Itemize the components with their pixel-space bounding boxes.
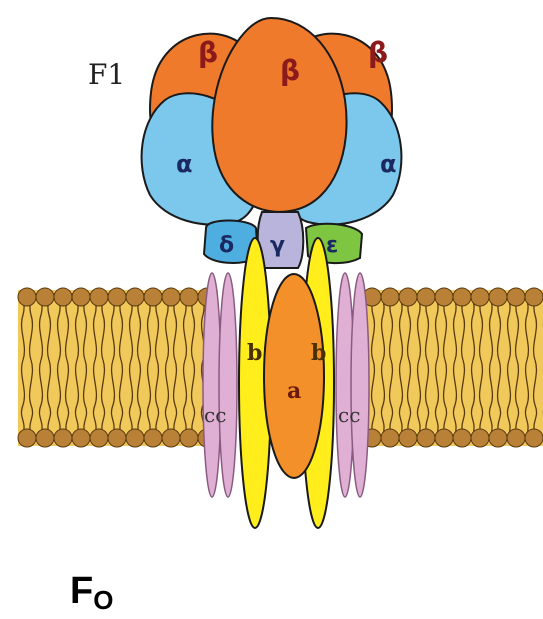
lipid-head	[108, 429, 126, 447]
lipid-head	[180, 429, 198, 447]
lipid-head	[90, 429, 108, 447]
lipid-head	[72, 288, 90, 306]
membrane-right-tails	[362, 302, 543, 432]
lipid-head	[399, 429, 417, 447]
label-delta: δ	[219, 233, 234, 258]
c-subunit	[219, 273, 237, 497]
label-fo: FO	[70, 572, 113, 610]
membrane-left-tails	[18, 302, 218, 432]
lipid-head	[126, 429, 144, 447]
lipid-head	[180, 288, 198, 306]
lipid-head	[18, 429, 36, 447]
lipid-head	[435, 429, 453, 447]
label-alpha-right: α	[380, 150, 397, 178]
lipid-head	[489, 429, 507, 447]
lipid-head	[435, 288, 453, 306]
lipid-head	[162, 429, 180, 447]
lipid-head	[126, 288, 144, 306]
lipid-head	[54, 288, 72, 306]
label-fo-sub: O	[93, 585, 113, 615]
label-beta-left: β	[198, 36, 218, 69]
lipid-head	[471, 429, 489, 447]
lipid-head	[489, 288, 507, 306]
lipid-head	[54, 429, 72, 447]
lipid-head	[72, 429, 90, 447]
label-c-left: cc	[204, 403, 226, 427]
lipid-head	[18, 288, 36, 306]
lipid-head	[381, 288, 399, 306]
lipid-head	[417, 429, 435, 447]
lipid-head	[399, 288, 417, 306]
lipid-head	[144, 429, 162, 447]
lipid-head	[525, 429, 543, 447]
lipid-head	[144, 288, 162, 306]
label-a: a	[287, 378, 301, 404]
lipid-head	[525, 288, 543, 306]
lipid-head	[453, 429, 471, 447]
label-epsilon: ε	[326, 233, 338, 258]
lipid-head	[417, 288, 435, 306]
lipid-head	[162, 288, 180, 306]
lipid-head	[381, 429, 399, 447]
label-fo-main: F	[70, 570, 93, 612]
label-c-right: cc	[338, 403, 360, 427]
lipid-head	[36, 288, 54, 306]
lipid-head	[36, 429, 54, 447]
c-subunit	[351, 273, 369, 497]
label-b-right: b	[311, 340, 326, 366]
a-subunit	[264, 274, 324, 478]
label-f1: F1	[88, 58, 125, 91]
label-beta-right: β	[368, 36, 388, 69]
lipid-head	[507, 288, 525, 306]
lipid-head	[453, 288, 471, 306]
label-gamma: γ	[270, 233, 285, 258]
label-alpha-left: α	[176, 150, 193, 178]
lipid-head	[471, 288, 489, 306]
lipid-head	[507, 429, 525, 447]
label-beta-center: β	[280, 54, 300, 87]
label-b-left: b	[247, 340, 262, 366]
lipid-head	[90, 288, 108, 306]
lipid-head	[108, 288, 126, 306]
